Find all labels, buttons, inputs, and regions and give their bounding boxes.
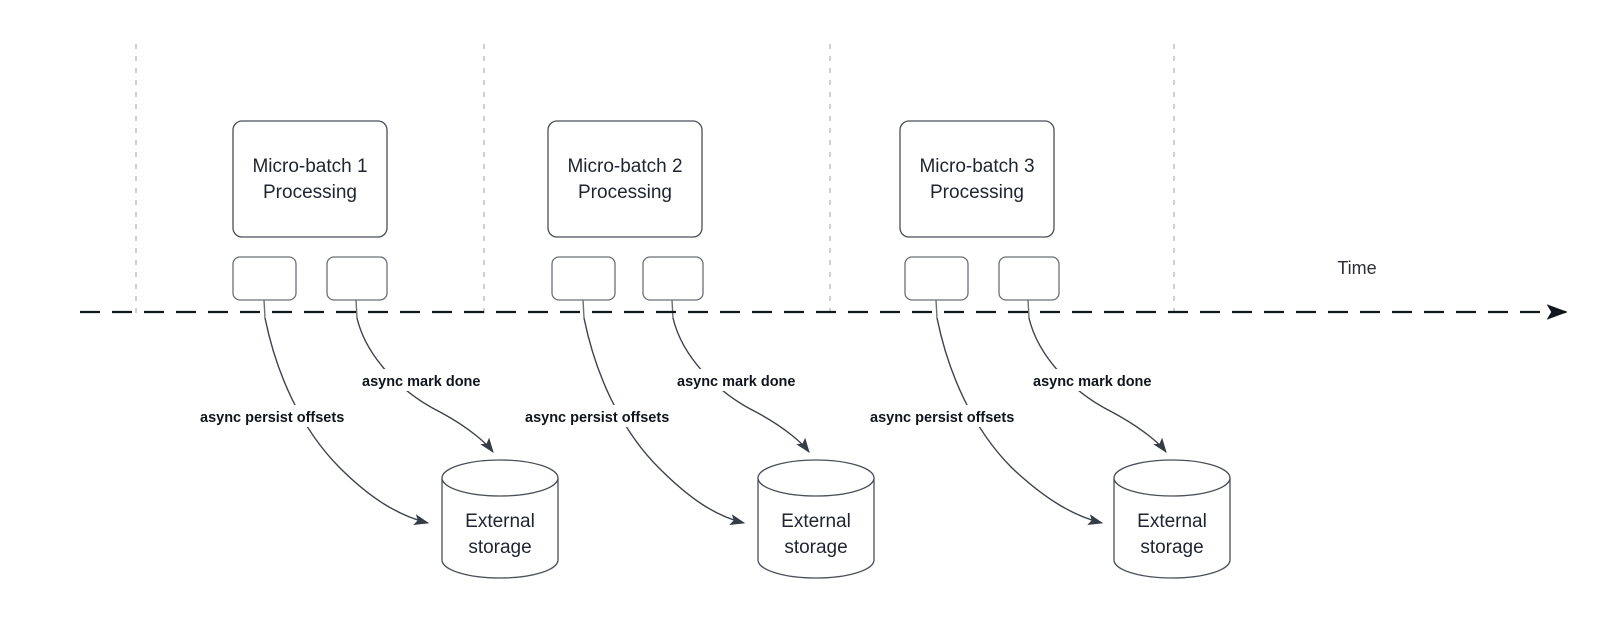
external-storage-3-body [1113, 478, 1231, 579]
micro-batch-3-label-line1: Micro-batch 3 [919, 156, 1034, 177]
batch-boundary-dividers [135, 44, 1175, 314]
micro-batch-3-group: Micro-batch 3 Processing External storag… [899, 120, 1231, 579]
label-bg-persist-3 [866, 405, 1046, 427]
edge-mark-done-3 [1028, 317, 1167, 454]
external-storage-1-body [441, 478, 559, 579]
external-storage-2-label-line1: External [781, 511, 851, 532]
external-storage-3-label-line1: External [1137, 511, 1207, 532]
edge-mark-done-1 [356, 317, 494, 454]
label-bg-persist-1 [196, 405, 376, 427]
edge-label-mark-done-2: async mark done [677, 374, 795, 390]
external-storage-1-label-line1: External [465, 511, 535, 532]
edges-group-2 [582, 299, 810, 526]
edge-mark-done-2 [672, 317, 810, 454]
micro-batch-1-label-line1: Micro-batch 1 [252, 156, 367, 177]
label-bg-mark-3 [1029, 369, 1175, 391]
external-storage-1-label-line2: storage [468, 537, 531, 558]
external-storage-2-top [757, 459, 875, 497]
time-axis-label: Time [1337, 258, 1376, 278]
micro-batch-2-label-line1: Micro-batch 2 [567, 156, 682, 177]
edge-label-persist-offsets-2: async persist offsets [525, 410, 669, 426]
micro-batch-2-mark-task-box[interactable] [642, 256, 704, 301]
edge-label-mark-done-3: async mark done [1033, 374, 1151, 390]
external-storage-1[interactable]: External storage [441, 459, 559, 579]
edge-persist-offsets-3 [936, 317, 1104, 526]
label-bg-mark-1 [358, 369, 504, 391]
micro-batch-3-label-line2: Processing [930, 182, 1024, 203]
stub-persist-1 [263, 299, 266, 319]
micro-batch-2-box[interactable] [547, 120, 703, 238]
edge-label-persist-offsets-3: async persist offsets [870, 410, 1014, 426]
micro-batch-3-mark-task-box[interactable] [998, 256, 1060, 301]
edge-persist-offsets-1 [264, 317, 430, 526]
edge-label-mark-done-1: async mark done [362, 374, 480, 390]
external-storage-2-label-line2: storage [784, 537, 847, 558]
micro-batch-1-persist-task-box[interactable] [232, 256, 297, 301]
stub-persist-3 [935, 299, 938, 319]
external-storage-3-top [1113, 459, 1231, 497]
edges-group-3 [935, 299, 1167, 526]
micro-batch-1-box[interactable] [232, 120, 388, 238]
edges-group-1 [263, 299, 494, 526]
stub-persist-2 [582, 299, 585, 319]
micro-batch-1-group: Micro-batch 1 Processing External storag… [232, 120, 559, 579]
micro-batch-3-persist-task-box[interactable] [904, 256, 969, 301]
edge-persist-offsets-2 [583, 317, 746, 526]
time-axis: Time [80, 258, 1568, 320]
stub-mark-done-2 [671, 299, 674, 319]
stub-mark-done-3 [1027, 299, 1030, 319]
micro-batch-2-label-line2: Processing [578, 182, 672, 203]
micro-batch-2-persist-task-box[interactable] [551, 256, 616, 301]
external-storage-1-top [441, 459, 559, 497]
label-bg-persist-2 [521, 405, 701, 427]
micro-batch-1-mark-task-box[interactable] [326, 256, 388, 301]
micro-batch-2-group: Micro-batch 2 Processing External storag… [547, 120, 875, 579]
external-storage-2[interactable]: External storage [757, 459, 875, 579]
external-storage-3-label-line2: storage [1140, 537, 1203, 558]
edge-labels: async persist offsets async mark done as… [196, 369, 1175, 427]
micro-batch-1-label-line2: Processing [263, 182, 357, 203]
external-storage-3[interactable]: External storage [1113, 459, 1231, 579]
micro-batch-3-box[interactable] [899, 120, 1055, 238]
stub-mark-done-1 [355, 299, 358, 319]
label-bg-mark-2 [673, 369, 819, 391]
external-storage-2-body [757, 478, 875, 579]
edge-label-persist-offsets-1: async persist offsets [200, 410, 344, 426]
